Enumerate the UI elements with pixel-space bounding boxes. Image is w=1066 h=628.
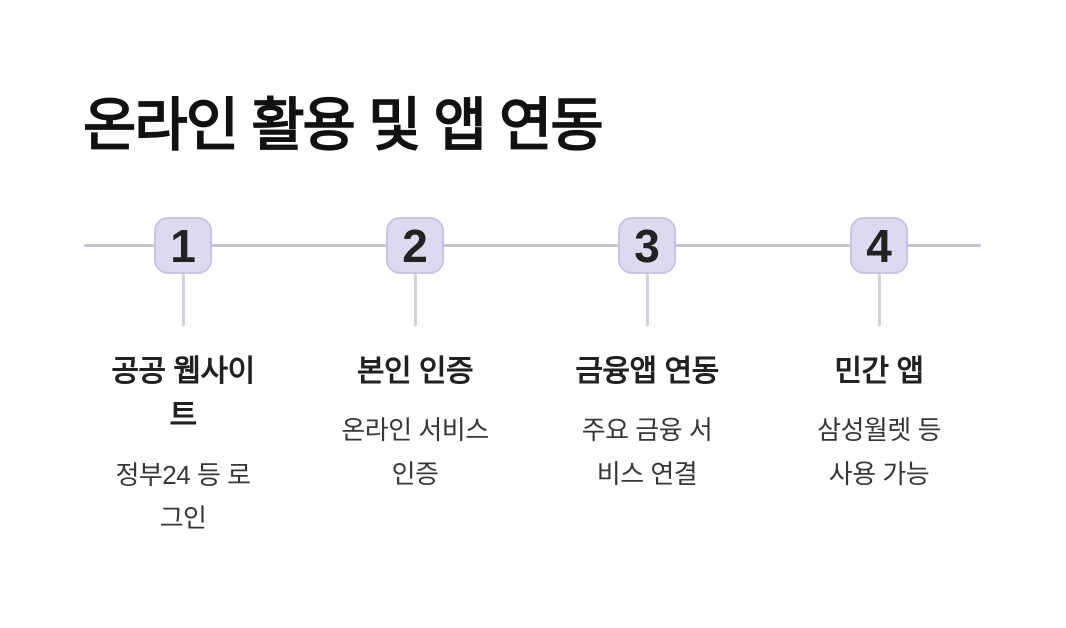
step-connector bbox=[877, 274, 881, 326]
step-description: 정부24 등 로 그인 bbox=[115, 459, 251, 534]
step-title: 민간 앱 bbox=[834, 355, 924, 388]
step-number: 1 bbox=[170, 219, 196, 272]
step-description: 주요 금융 서 비스 연결 bbox=[581, 415, 713, 490]
timeline-step-3: 3 금융앱 연동 주요 금융 서 비스 연결 bbox=[531, 217, 763, 497]
step-number-box: 4 bbox=[850, 217, 908, 274]
step-title: 금융앱 연동 bbox=[575, 355, 719, 388]
step-connector bbox=[645, 274, 649, 326]
step-description: 삼성월렛 등 사용 가능 bbox=[817, 415, 941, 490]
step-number-box: 3 bbox=[618, 217, 676, 274]
page-title: 온라인 활용 및 앱 연동 bbox=[83, 93, 604, 158]
timeline-step-4: 4 민간 앱 삼성월렛 등 사용 가능 bbox=[763, 217, 995, 497]
timeline-line bbox=[84, 244, 981, 247]
step-number-box: 2 bbox=[386, 217, 444, 274]
step-description: 온라인 서비스 인증 bbox=[341, 415, 489, 490]
step-connector bbox=[181, 274, 185, 326]
step-title: 공공 웹사이 트 bbox=[111, 355, 255, 433]
step-number-box: 1 bbox=[154, 217, 212, 274]
step-number: 2 bbox=[402, 219, 428, 272]
step-number: 4 bbox=[866, 219, 892, 272]
timeline-step-2: 2 본인 인증 온라인 서비스 인증 bbox=[299, 217, 531, 497]
step-connector bbox=[413, 274, 417, 326]
step-title: 본인 인증 bbox=[356, 355, 474, 388]
step-number: 3 bbox=[634, 219, 660, 272]
timeline-step-1: 1 공공 웹사이 트 정부24 등 로 그인 bbox=[67, 217, 299, 541]
